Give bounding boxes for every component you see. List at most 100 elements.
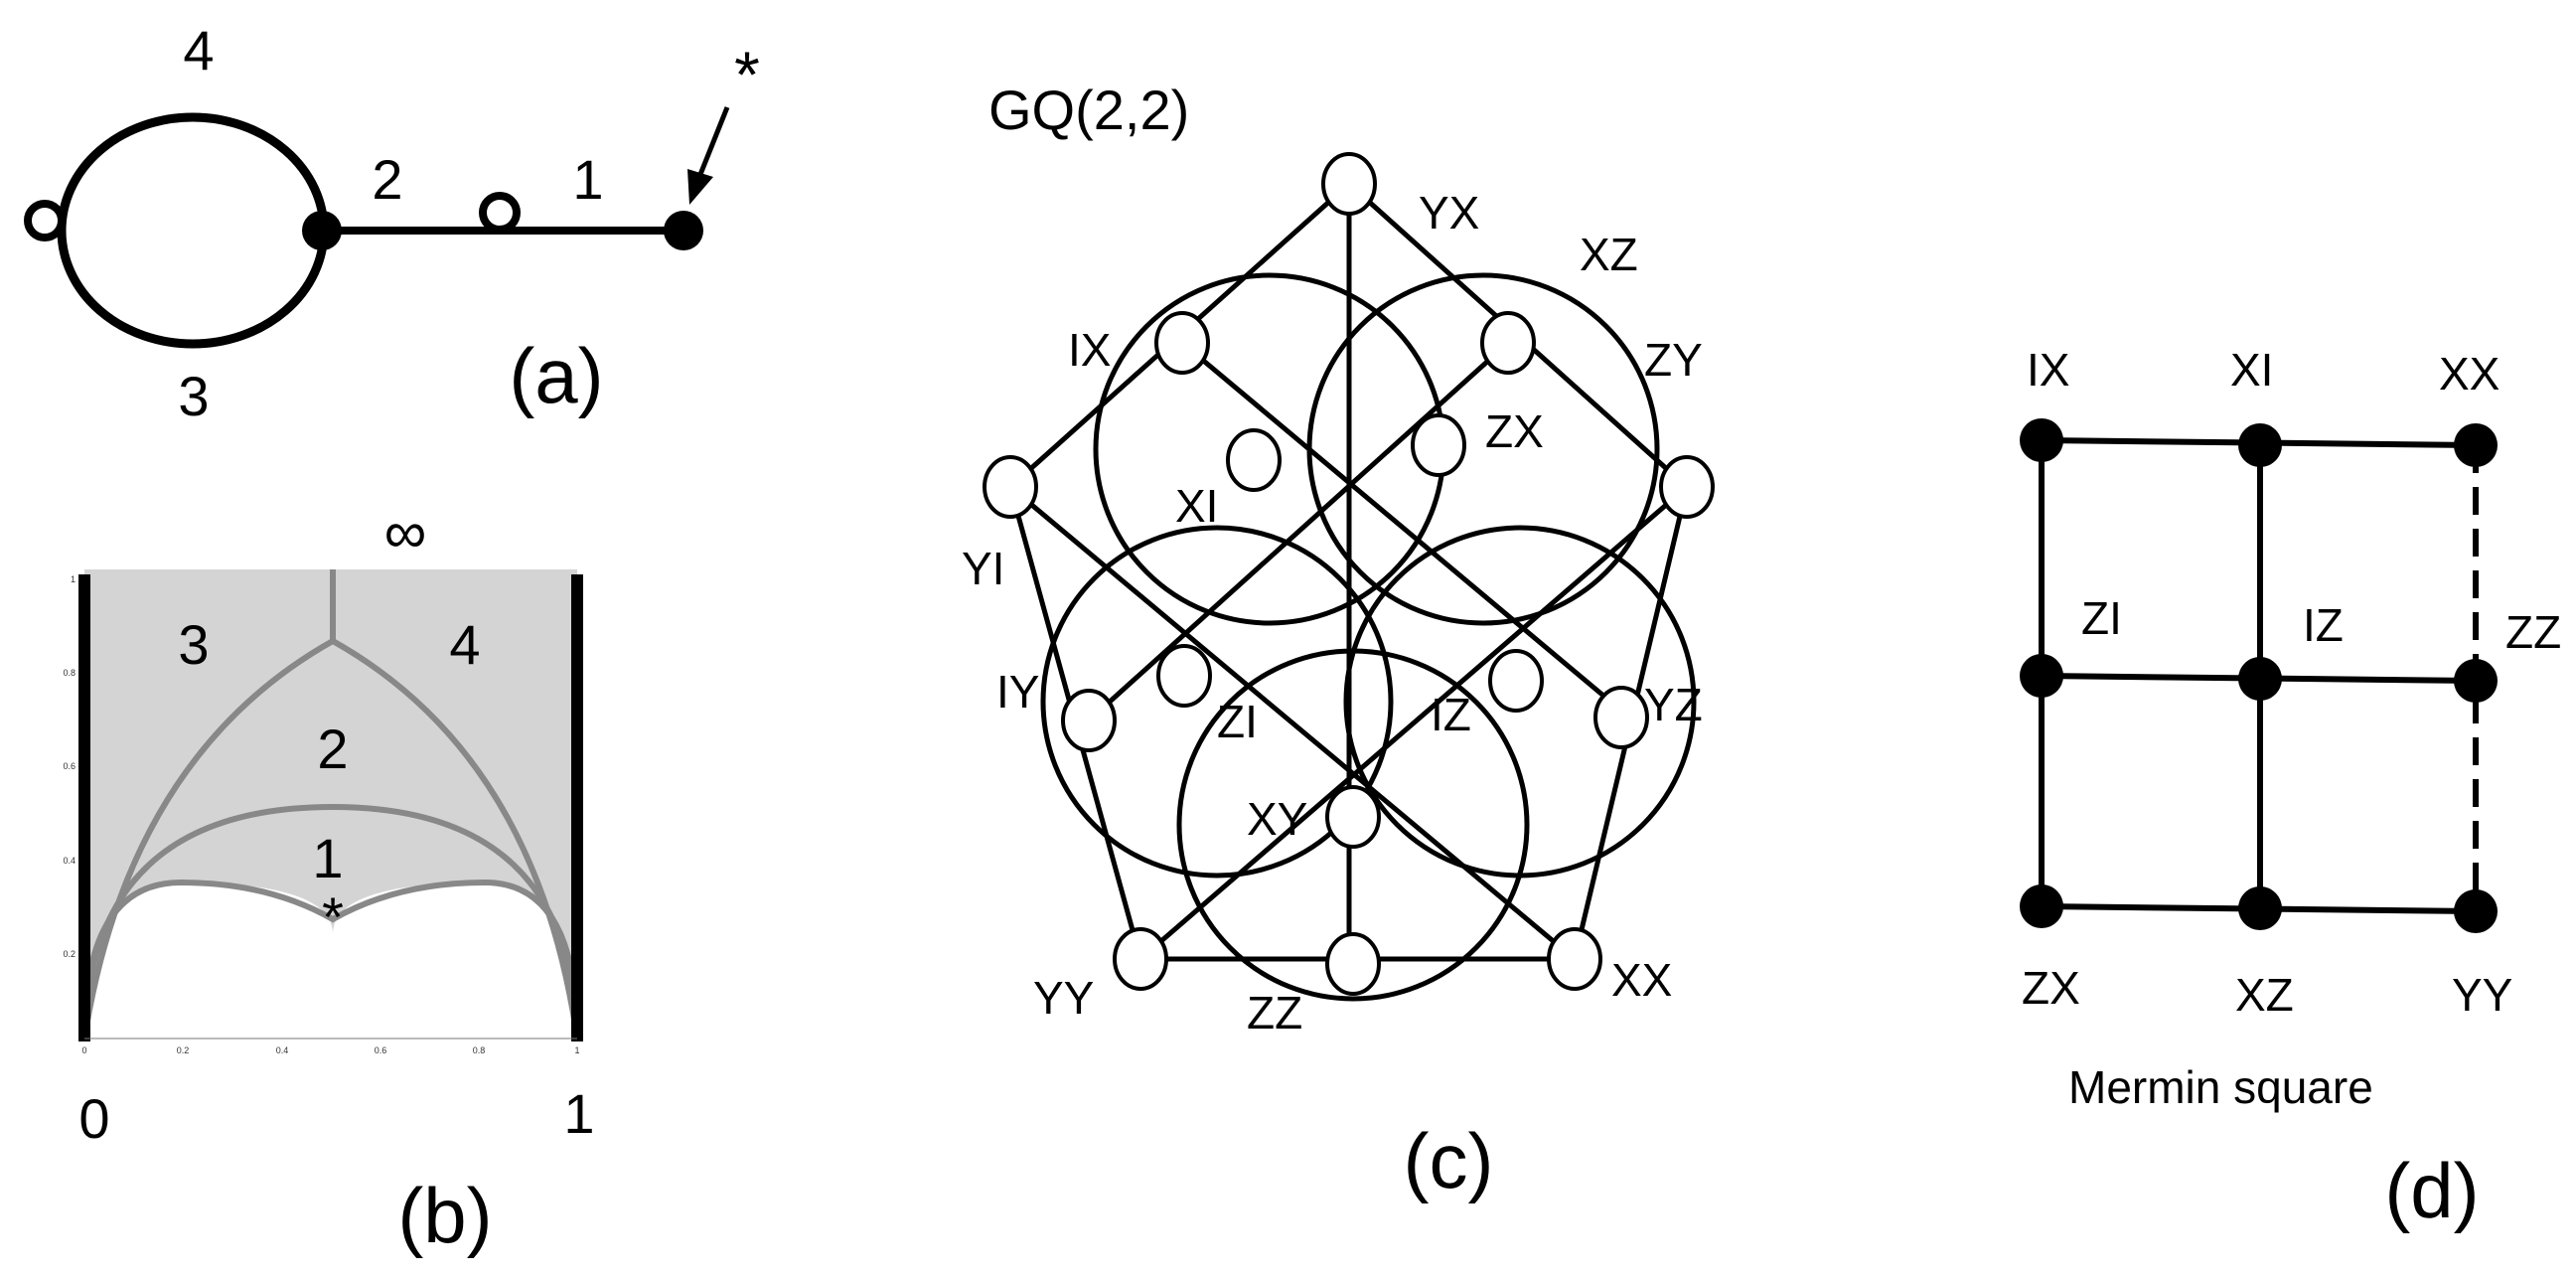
label-XX: XX	[1611, 954, 1672, 1006]
label-IZ: IZ	[1431, 689, 1471, 740]
line-4	[1087, 341, 1510, 722]
label-IY: IY	[996, 666, 1039, 718]
node-IX	[2020, 418, 2063, 462]
label-XZ: XZ	[1580, 229, 1638, 280]
y-tick-0.4: 0.4	[63, 856, 76, 866]
line-3	[1180, 341, 1623, 713]
filled-vertex-junction	[302, 211, 342, 250]
caption-a: (a)	[509, 332, 603, 419]
x-tick-0: 0	[81, 1045, 86, 1055]
x-tick-5: 1	[574, 1045, 579, 1055]
y-tick-0.6: 0.6	[63, 761, 76, 771]
star-marker: *	[322, 885, 344, 948]
label-YY: YY	[1033, 972, 1094, 1024]
infinity-label: ∞	[384, 499, 427, 565]
node-YY	[2454, 889, 2498, 933]
label-ZX: ZX	[2022, 962, 2080, 1014]
label-ZZ: ZZ	[2505, 606, 2561, 658]
label-XY: XY	[1247, 793, 1307, 845]
label-ZX: ZX	[1485, 405, 1544, 457]
label-YX: YX	[1419, 187, 1479, 239]
vertex-YI	[983, 455, 1038, 519]
star-marker: *	[734, 38, 760, 111]
x-tick-3: 0.6	[375, 1045, 387, 1055]
edge-label-3: 3	[178, 365, 209, 427]
caption-c: (c)	[1404, 1117, 1494, 1204]
node-ZI	[2020, 654, 2063, 698]
vertex-ZZ	[1325, 932, 1381, 996]
label-IX: IX	[1068, 324, 1111, 376]
vertex-YX	[1321, 152, 1377, 216]
label-ZI: ZI	[1217, 696, 1258, 747]
x-tick-4: 0.8	[473, 1045, 486, 1055]
circle-5	[1176, 648, 1530, 1002]
node-IZ	[2238, 657, 2282, 701]
loop-edge	[57, 112, 329, 349]
label-XZ: XZ	[2235, 969, 2294, 1021]
label-IZ: IZ	[2303, 599, 2344, 651]
edge-label-2: 2	[372, 148, 402, 211]
vertex-YZ	[1593, 686, 1649, 749]
x-tick-2: 0.4	[276, 1045, 289, 1055]
curve-4-right	[331, 638, 580, 1040]
label-YY: YY	[2452, 969, 2512, 1021]
x-end-label-1: 1	[563, 1082, 594, 1145]
region-label-4: 4	[449, 613, 480, 676]
line-1	[1008, 485, 1577, 961]
y-tick-0.8: 0.8	[63, 668, 76, 678]
label-ZI: ZI	[2081, 592, 2122, 644]
vertex-XX	[1547, 927, 1602, 991]
edge-label-1: 1	[572, 148, 603, 211]
open-vertex-stem	[479, 192, 521, 234]
mermin-square-name: Mermin square	[2068, 1061, 2373, 1113]
vertex-ZY	[1659, 455, 1715, 519]
edge-label-4: 4	[183, 19, 214, 81]
node-ZX	[2020, 884, 2063, 928]
vertex-YY	[1113, 927, 1168, 991]
vertex-XZ	[1480, 311, 1536, 375]
vertex-ZI	[1156, 644, 1212, 708]
vertex-XY	[1325, 785, 1381, 849]
panel-a: 4 3 2 1 * (a)	[24, 19, 760, 427]
caption-b: (b)	[397, 1172, 492, 1259]
node-XZ	[2238, 886, 2282, 930]
title-gq22: GQ(2,2)	[988, 79, 1189, 141]
curve-1	[81, 879, 580, 1040]
circle-1	[1306, 272, 1660, 626]
node-XX	[2454, 423, 2498, 467]
node-ZZ	[2454, 659, 2498, 703]
label-ZZ: ZZ	[1247, 987, 1302, 1039]
caption-d: (d)	[2384, 1147, 2479, 1234]
region-label-1: 1	[312, 827, 343, 889]
line-2	[1138, 485, 1689, 961]
curve-3-left	[81, 638, 335, 1040]
label-XI: XI	[2230, 344, 2273, 396]
label-IX: IX	[2027, 344, 2069, 396]
label-XX: XX	[2439, 348, 2500, 400]
vertex-IX	[1154, 311, 1210, 375]
y-tick-0.2: 0.2	[63, 949, 76, 959]
vertex-IZ	[1488, 649, 1544, 713]
label-XI: XI	[1175, 480, 1218, 532]
node-XI	[2238, 423, 2282, 467]
circle-4	[1040, 525, 1394, 879]
open-vertex-left	[24, 200, 66, 241]
arrow-head	[687, 169, 713, 205]
vertex-ZX	[1411, 413, 1466, 477]
label-ZY: ZY	[1644, 334, 1703, 386]
vertex-IY	[1061, 689, 1117, 752]
region-label-3: 3	[178, 613, 209, 676]
label-YI: YI	[962, 543, 1004, 594]
x-end-label-0: 0	[78, 1087, 109, 1150]
label-YZ: YZ	[1644, 679, 1703, 730]
panel-d: IX XI XX ZI IZ ZZ ZX XZ YY Mermin square…	[2020, 344, 2561, 1234]
panel-b: 0 0.2 0.4 0.6 0.8 1 1 0.8 0.6 0.4 0.2 ∞ …	[63, 499, 594, 1259]
unit-semicircle-region	[84, 882, 577, 1039]
vertex-XI	[1226, 428, 1282, 492]
panel-c: GQ(2,2) YX XZ ZY IX YI IY YZ YY ZZ XX XI…	[962, 79, 1715, 1204]
filled-vertex-end	[664, 211, 703, 250]
arrow-shaft	[696, 106, 730, 178]
y-tick-1: 1	[71, 574, 76, 584]
region-label-2: 2	[317, 718, 348, 780]
